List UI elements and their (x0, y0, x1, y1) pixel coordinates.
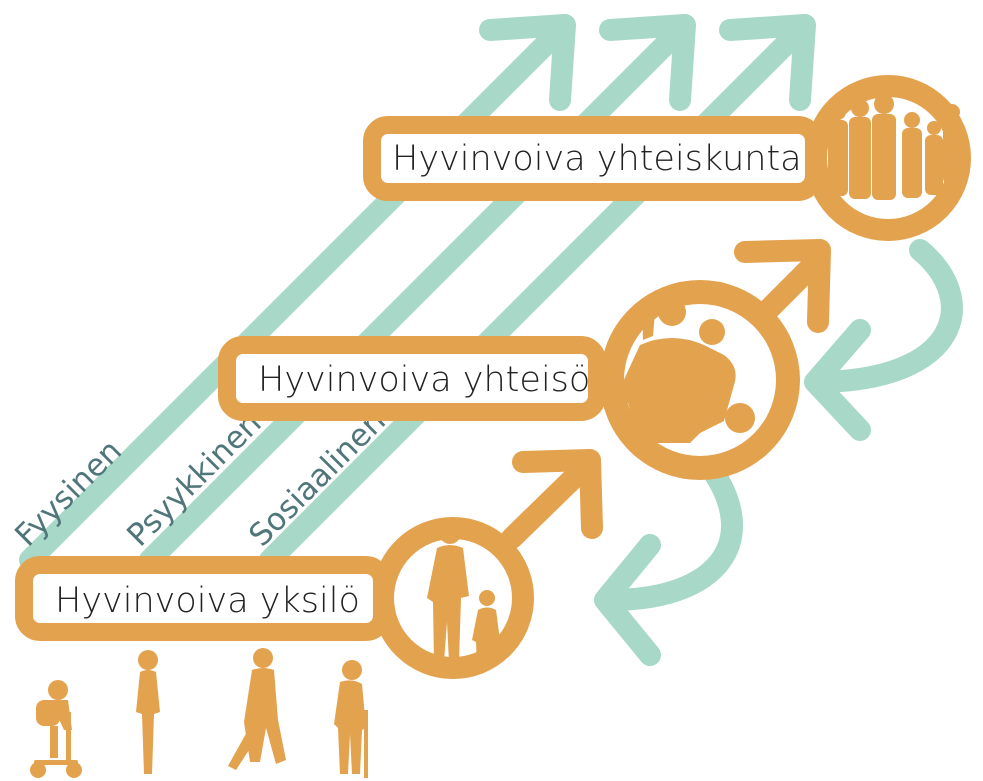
dimension-label-social: Sosiaalinen (242, 403, 393, 554)
elder-cane-icon (334, 660, 368, 778)
arrow-psychological (139, 14, 696, 571)
child-scooter-icon (30, 680, 82, 778)
parent-child-icon (616, 298, 755, 443)
feedback-arrows (594, 239, 963, 666)
feedback-arrow-upper (804, 239, 963, 441)
level-label-individual: Hyvinvoiva yksilö (55, 581, 360, 621)
level-community: Hyvinvoiva yhteisö (218, 239, 831, 480)
girl-icon (136, 650, 160, 774)
feedback-arrow-lower (594, 459, 743, 666)
level-label-community: Hyvinvoiva yhteisö (258, 360, 590, 400)
level-society: Hyvinvoiva yhteiskunta (363, 75, 971, 241)
box-community (218, 336, 606, 421)
box-individual (15, 556, 391, 641)
crowd-icon (828, 94, 961, 200)
level-individual: Hyvinvoiva yksilö (15, 449, 603, 679)
woman-walking-icon (228, 648, 286, 770)
box-society (363, 116, 823, 201)
grandparent-child-icon (427, 522, 500, 666)
growth-arrow-individual (501, 449, 603, 549)
level-label-society: Hyvinvoiva yhteiskunta (392, 139, 802, 179)
lifespan-figures (30, 648, 368, 778)
